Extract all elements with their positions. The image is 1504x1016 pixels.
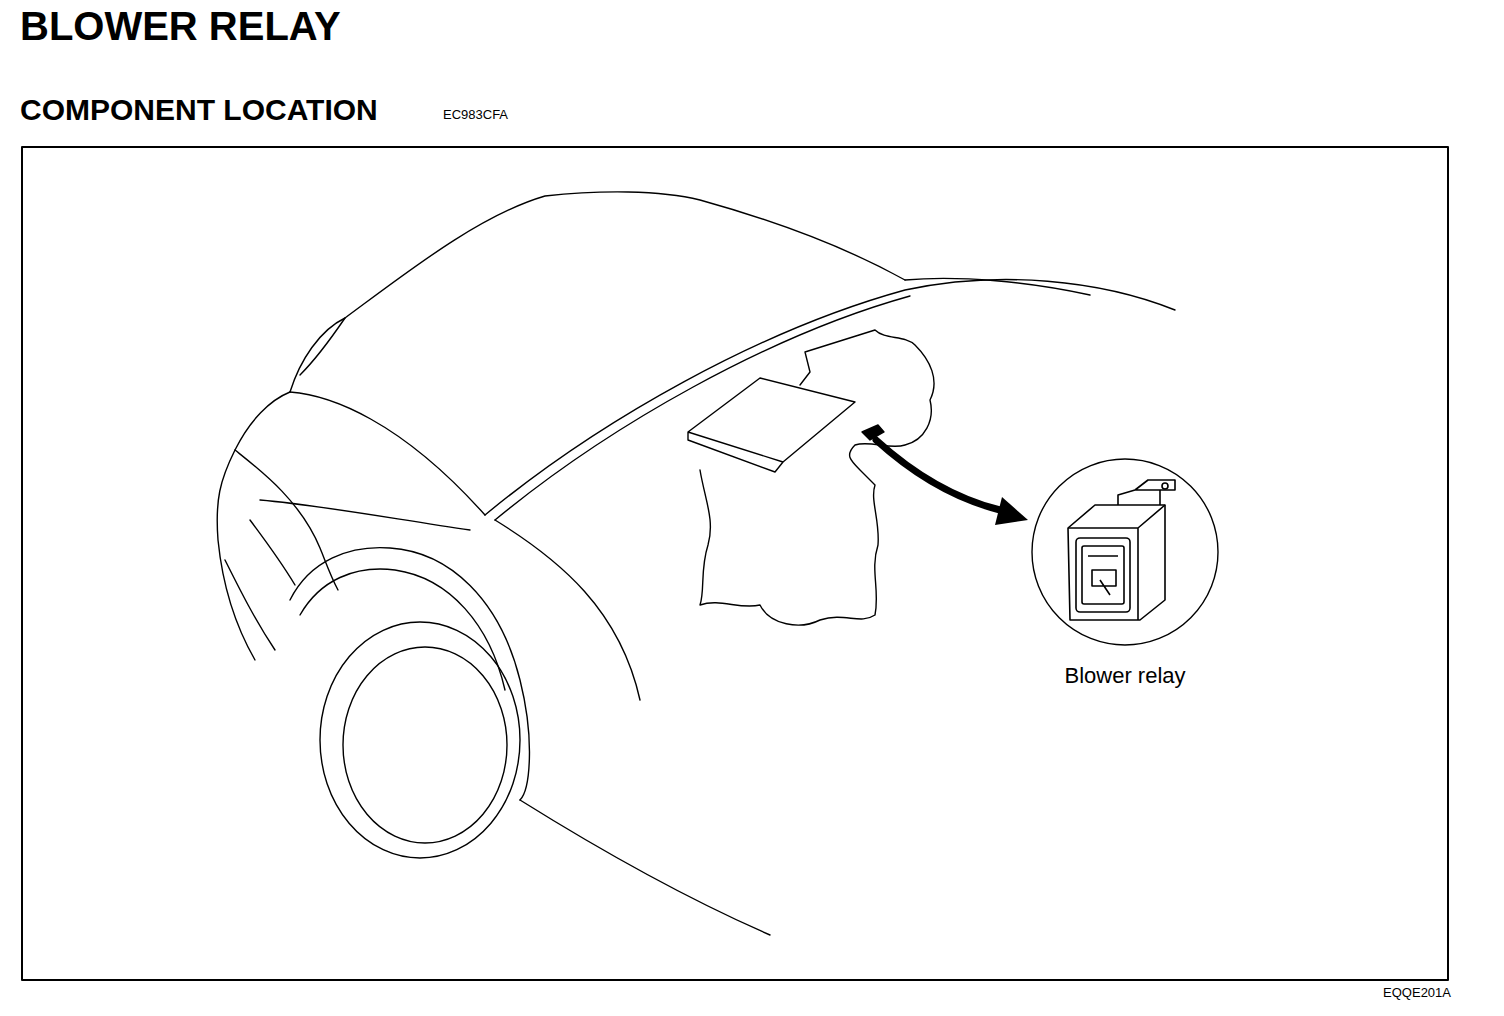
rear-corner bbox=[235, 450, 338, 590]
rim bbox=[343, 647, 507, 843]
figure-code: EQQE201A bbox=[1383, 986, 1451, 1000]
pointer-arrow bbox=[876, 440, 1000, 510]
roof-edge bbox=[905, 278, 1090, 295]
relay-symbol bbox=[1068, 480, 1175, 620]
figure-code: EC983CFA bbox=[443, 108, 508, 122]
beltline-inner bbox=[495, 296, 910, 520]
quarter-line bbox=[495, 520, 640, 700]
rear-window-line bbox=[290, 392, 485, 515]
detail-circle bbox=[1032, 459, 1218, 645]
bumper-line bbox=[250, 520, 295, 585]
roof-line bbox=[290, 192, 905, 392]
rear-end bbox=[217, 392, 290, 660]
wheel-arch-inner bbox=[300, 569, 505, 690]
relay-spot bbox=[862, 425, 884, 440]
sill-line bbox=[520, 800, 770, 935]
wheel-arch bbox=[290, 548, 529, 800]
part-name: Blower relay bbox=[1064, 664, 1185, 688]
arrow-head bbox=[995, 497, 1028, 525]
module-cutout bbox=[700, 330, 934, 625]
figure-frame bbox=[22, 147, 1448, 980]
bumper-lower bbox=[225, 560, 275, 650]
beltline bbox=[485, 280, 1175, 515]
page-title: BLOWER RELAY bbox=[20, 4, 341, 48]
cover-plate bbox=[688, 378, 855, 472]
rear-light-line bbox=[260, 500, 470, 530]
hatch-line bbox=[300, 318, 345, 375]
section-heading: COMPONENT LOCATION bbox=[20, 93, 378, 126]
tire bbox=[320, 622, 520, 858]
